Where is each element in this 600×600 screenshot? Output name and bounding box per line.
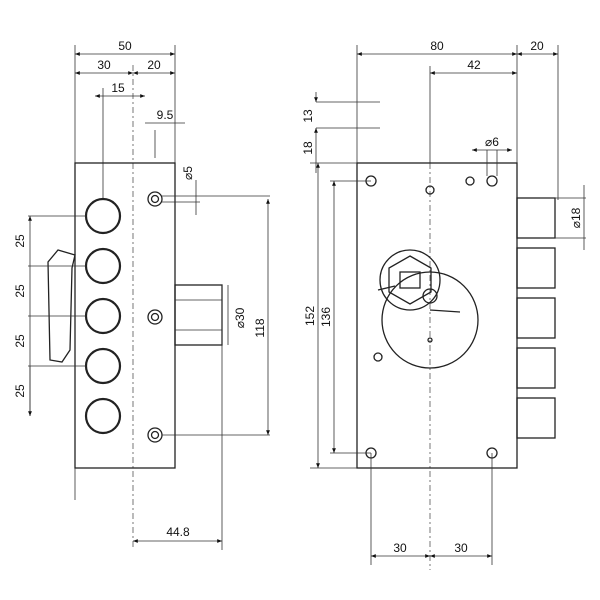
dim-dia-6: ⌀6 (485, 135, 499, 149)
dim-25-2: 25 (13, 284, 27, 298)
lock-case (356, 162, 518, 469)
dim-9-5: 9.5 (157, 108, 174, 122)
dim-152: 152 (303, 306, 317, 326)
dim-30-bottom-right: 30 (454, 541, 468, 555)
dim-dia-18: ⌀18 (569, 207, 583, 228)
dim-20-right: 20 (530, 39, 544, 53)
screw-holes (147, 191, 163, 443)
handle (47, 249, 76, 363)
dim-30-bottom-left: 30 (393, 541, 407, 555)
dim-dia-30: ⌀30 (233, 307, 247, 328)
bolt-heads (516, 197, 556, 439)
dim-25-4: 25 (13, 384, 27, 398)
dim-13: 13 (301, 109, 315, 123)
dim-18-top: 18 (301, 141, 315, 155)
bolt-stub (174, 284, 223, 346)
bolts (84, 197, 122, 435)
left-view: 50 30 20 15 9.5 ⌀5 118 ⌀30 44.8 25 25 25… (13, 39, 270, 550)
dim-44-8: 44.8 (166, 525, 190, 539)
dim-dia-5: ⌀5 (181, 166, 195, 180)
pitch-dims: 25 25 25 25 (13, 215, 86, 416)
dim-25-1: 25 (13, 234, 27, 248)
dim-42: 42 (467, 58, 481, 72)
right-view: 80 20 42 13 18 ⌀6 ⌀18 152 136 30 30 (301, 39, 586, 570)
dim-80: 80 (430, 39, 444, 53)
dim-136: 136 (319, 307, 333, 327)
dim-20: 20 (147, 58, 161, 72)
dim-50: 50 (118, 39, 132, 53)
dim-118: 118 (253, 318, 267, 337)
dim-15: 15 (111, 81, 125, 95)
dim-25-3: 25 (13, 334, 27, 348)
dim-30: 30 (97, 58, 111, 72)
cylinder-mechanism (377, 249, 479, 369)
